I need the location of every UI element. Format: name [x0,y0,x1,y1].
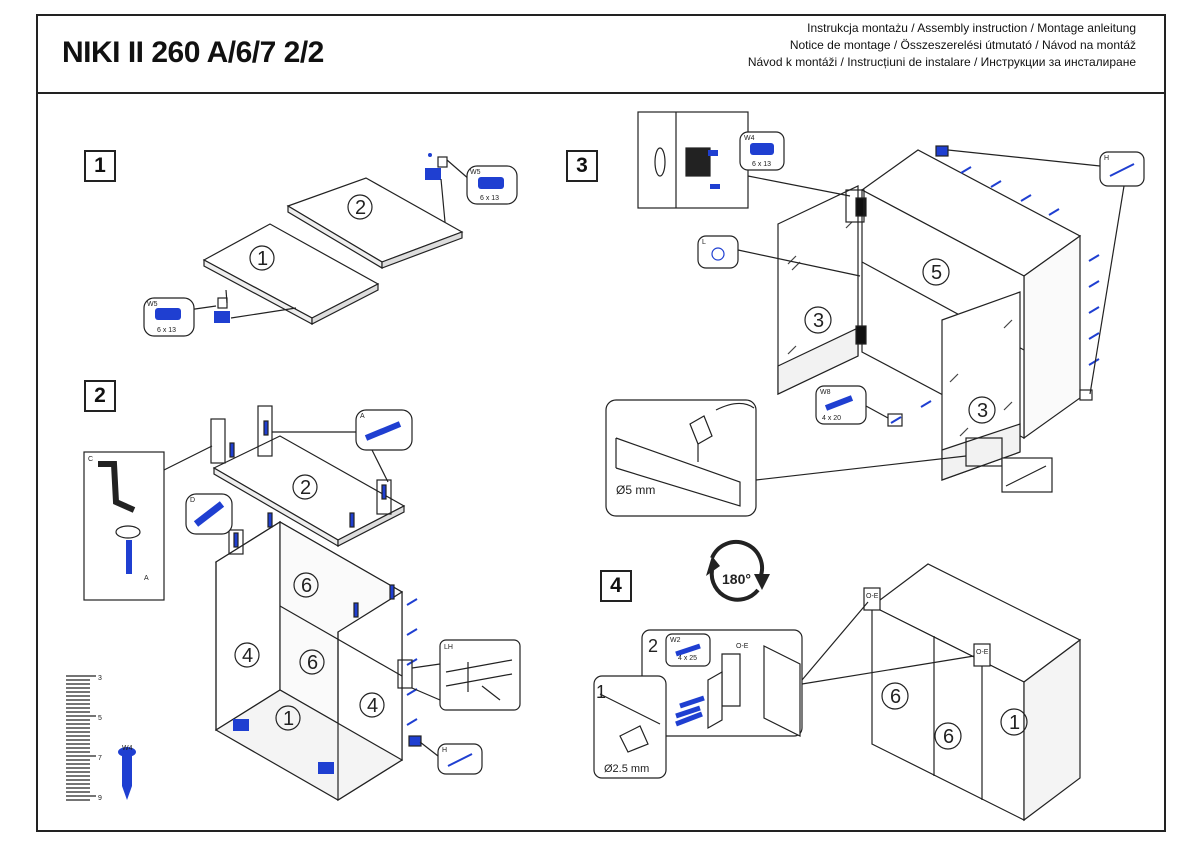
instruction-line-1: Instrukcja montażu / Assembly instructio… [807,21,1136,35]
part-label: 6 [307,652,318,674]
callout-label: C [88,456,93,463]
rotate-label: 180° [722,571,751,587]
page-frame [36,14,1166,832]
bracket-code-label: O-E [976,649,989,656]
step-1-illustration [143,153,518,337]
screw-size-label: 6 x 13 [480,195,499,202]
step-2-illustration [66,405,521,802]
part-label: 6 [943,726,954,748]
callout-label: D [190,497,195,504]
part-label: 1 [283,708,294,730]
step-4-illustration [593,540,1082,822]
screw-code-label: W5 [470,169,481,176]
sub-step-label: 2 [648,636,658,656]
step-1-label: 1 [84,150,116,182]
instruction-line-3: Návod k montáži / Instrucțiuni de instal… [747,55,1136,69]
screw-code-label: W4 [122,745,133,752]
part-label: 4 [242,645,253,667]
screw-size-label: 4 x 20 [822,415,841,422]
cam-fitting-icon [318,762,334,774]
part-label: 5 [931,262,942,284]
callout-label: H [1104,155,1109,162]
part-label: 6 [301,575,312,597]
drill-size-label: Ø2.5 mm [604,763,649,775]
sub-step-label: 1 [596,682,606,702]
step-3-label: 3 [566,150,598,182]
part-label: 6 [890,686,901,708]
rotate-180-icon [706,540,770,602]
part-label: 1 [257,248,268,270]
ruler-mark: 3 [98,675,102,682]
screw-size-label: 6 x 13 [157,327,176,334]
step-4-label: 4 [600,570,632,602]
screw-code-label: W2 [670,637,681,644]
callout-label: L [702,239,706,246]
screw-code-label: W8 [820,389,831,396]
step-2-label: 2 [84,380,116,412]
part-label: 2 [300,477,311,499]
bracket-code-label: O-E [736,643,749,650]
cam-fitting-icon [214,311,230,323]
instruction-titles: Instrukcja montażu / Assembly instructio… [616,20,1136,71]
ruler-mark: 9 [98,795,102,802]
part-label: 2 [355,197,366,219]
screw-code-label: W4 [744,135,755,142]
screw-code-label: W5 [147,301,158,308]
bracket-code-label: O-E [866,593,879,600]
instruction-line-2: Notice de montage / Összeszerelési útmut… [789,38,1136,52]
drill-size-label: Ø5 mm [616,483,655,497]
cam-fitting-icon [425,168,441,180]
part-label: 4 [367,695,378,717]
screw-size-label: 6 x 13 [752,161,771,168]
callout-label: LH [444,644,453,651]
length-ruler [66,675,96,801]
part-label: 3 [813,310,824,332]
header-divider [36,92,1166,94]
cam-fitting-icon [233,719,249,731]
callout-label: H [442,747,447,754]
page-title: NIKI II 260 A/6/7 2/2 [62,36,324,69]
callout-label: A [360,413,365,420]
callout-label: A [144,575,149,582]
ruler-mark: 7 [98,755,102,762]
step-3-illustration [605,111,1145,517]
ruler-mark: 5 [98,715,102,722]
wood-screw-icon [118,747,136,800]
part-label: 1 [1009,712,1020,734]
screw-size-label: 4 x 25 [678,655,697,662]
part-label: 3 [977,400,988,422]
